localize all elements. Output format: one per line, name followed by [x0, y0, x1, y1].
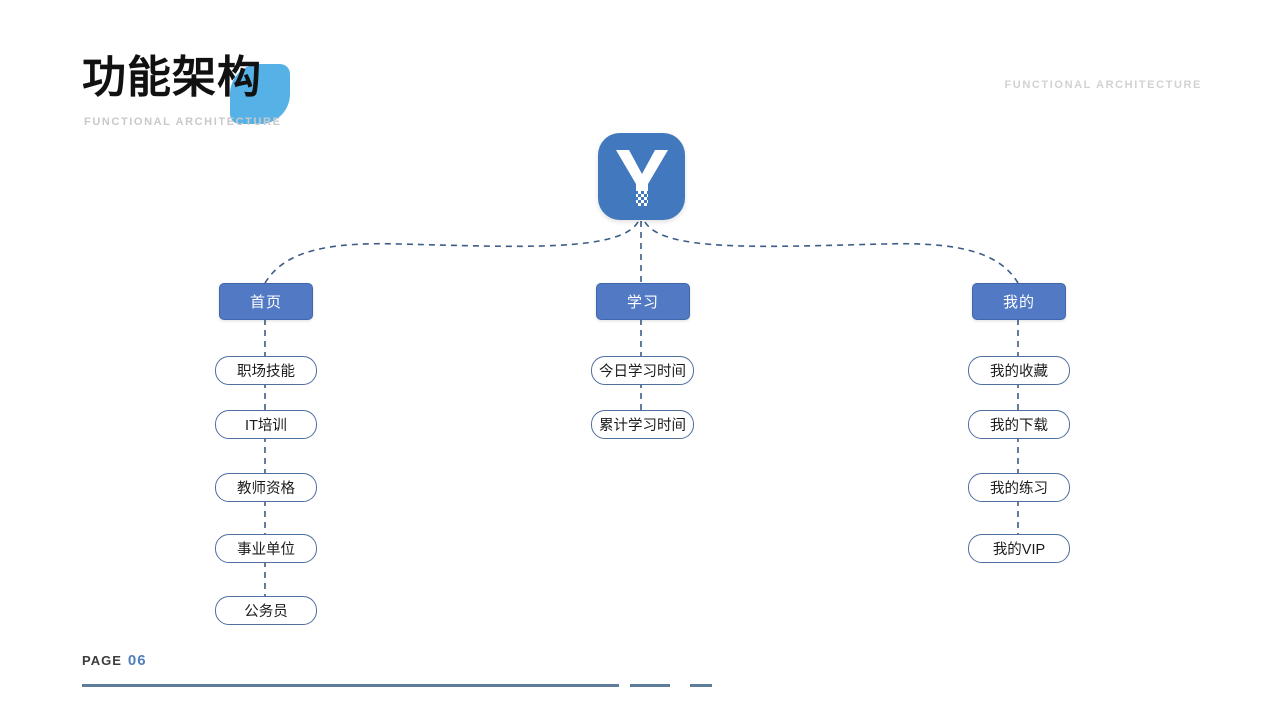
header-right-label: FUNCTIONAL ARCHITECTURE	[1004, 79, 1202, 91]
leaf-node-home-3[interactable]: 事业单位	[215, 534, 317, 563]
title-badge-shape	[230, 64, 290, 124]
leaf-node-mine-1[interactable]: 我的下载	[968, 410, 1070, 439]
branch-node-study[interactable]: 学习	[596, 283, 690, 320]
y-letter-icon	[615, 149, 668, 206]
page-subtitle: FUNCTIONAL ARCHITECTURE	[84, 116, 282, 128]
slide-header: 功能架构 FUNCTIONAL ARCHITECTURE	[82, 52, 342, 142]
footer-page-indicator: PAGE 06	[82, 652, 147, 669]
app-logo-y-icon[interactable]	[598, 133, 685, 220]
branch-node-home[interactable]: 首页	[219, 283, 313, 320]
leaf-node-study-1[interactable]: 累计学习时间	[591, 410, 694, 439]
leaf-node-home-0[interactable]: 职场技能	[215, 356, 317, 385]
connector-root-to-mine	[644, 221, 1019, 284]
footer-page-label: PAGE	[82, 653, 122, 668]
footer-rule-segment-2	[630, 684, 670, 687]
footer-rule-segment-3	[690, 684, 712, 687]
leaf-node-mine-0[interactable]: 我的收藏	[968, 356, 1070, 385]
footer-rule-segment-1	[82, 684, 619, 687]
leaf-node-mine-3[interactable]: 我的VIP	[968, 534, 1070, 563]
leaf-node-home-4[interactable]: 公务员	[215, 596, 317, 625]
app-logo-glyph	[598, 133, 685, 220]
leaf-node-study-0[interactable]: 今日学习时间	[591, 356, 694, 385]
leaf-node-mine-2[interactable]: 我的练习	[968, 473, 1070, 502]
connector-root-to-home	[264, 221, 639, 284]
page-title: 功能架构	[82, 53, 262, 102]
footer-page-number: 06	[127, 652, 147, 669]
leaf-node-home-1[interactable]: IT培训	[215, 410, 317, 439]
branch-node-mine[interactable]: 我的	[972, 283, 1066, 320]
leaf-node-home-2[interactable]: 教师资格	[215, 473, 317, 502]
